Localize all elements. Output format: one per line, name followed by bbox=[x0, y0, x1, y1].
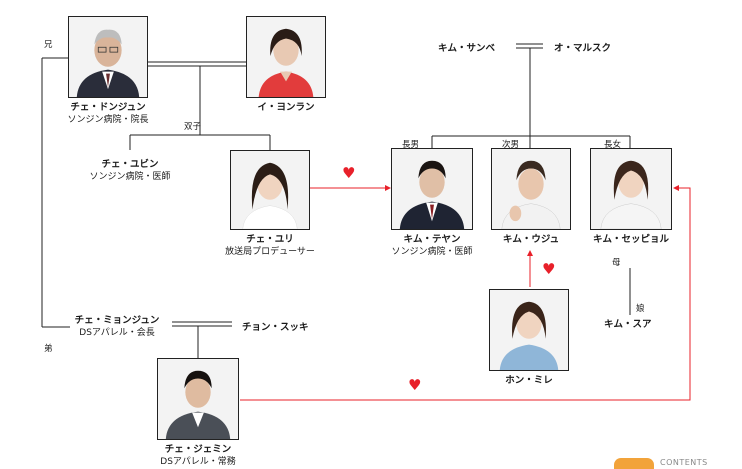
person-role: ソンジン病院・医師 bbox=[391, 247, 473, 257]
heart-icon: ♥ bbox=[342, 164, 356, 182]
contents-logo: CONTENTS bbox=[614, 456, 742, 469]
relation-older-brother: 兄 bbox=[44, 40, 53, 50]
label-kim-ujyu: キム・ウジュ bbox=[481, 233, 581, 246]
person-name: チェ・ユビン bbox=[101, 159, 159, 170]
portrait-icon bbox=[69, 17, 147, 97]
label-lee-yeonran: イ・ヨンラン bbox=[236, 101, 336, 114]
love-arrowhead bbox=[385, 185, 391, 191]
portrait-icon bbox=[158, 359, 238, 439]
heart-icon: ♥ bbox=[542, 260, 556, 278]
label-choi-yubin: チェ・ユビン ソンジン病院・医師 bbox=[80, 158, 180, 184]
logo-text: CONTENTS bbox=[660, 458, 708, 467]
person-name: チェ・ミョンジュン bbox=[74, 315, 160, 326]
love-arrowhead bbox=[673, 185, 679, 191]
label-kim-sua: キム・スア bbox=[604, 319, 652, 330]
person-name: ホン・ミレ bbox=[505, 375, 553, 386]
label-choi-myeongjun: チェ・ミョンジュン DSアパレル・会長 bbox=[62, 314, 172, 340]
relation-younger-brother: 弟 bbox=[44, 344, 53, 354]
person-role: ソンジン病院・医師 bbox=[89, 172, 171, 182]
label-hong-mire: ホン・ミレ bbox=[479, 374, 579, 387]
label-choi-yuri: チェ・ユリ 放送局プロデューサー bbox=[210, 233, 330, 259]
person-name: チェ・ドンジュン bbox=[70, 102, 146, 113]
label-o-maruseuku: オ・マルスク bbox=[554, 43, 612, 54]
person-role: DSアパレル・会長 bbox=[79, 328, 155, 338]
love-line-jemin-sepyol bbox=[240, 187, 691, 401]
person-name: イ・ヨンラン bbox=[257, 102, 315, 113]
person-role: ソンジン病院・院長 bbox=[67, 115, 149, 125]
portrait-icon bbox=[231, 151, 309, 229]
label-kim-taeyang: キム・テヤン ソンジン病院・医師 bbox=[380, 233, 484, 259]
love-arrowhead bbox=[527, 250, 533, 256]
person-name: キム・ウジュ bbox=[502, 234, 560, 245]
relation-daughter: 娘 bbox=[636, 304, 645, 314]
label-choi-dongjun: チェ・ドンジュン ソンジン病院・院長 bbox=[58, 101, 158, 127]
relation-mother: 母 bbox=[612, 258, 621, 268]
person-role: 放送局プロデューサー bbox=[225, 247, 315, 257]
photo-lee-yeonran bbox=[246, 16, 326, 98]
photo-kim-ujyu bbox=[491, 148, 571, 230]
photo-choi-dongjun bbox=[68, 16, 148, 98]
label-jeong-suki: チョン・スッキ bbox=[242, 322, 309, 333]
photo-kim-sepyol bbox=[590, 148, 672, 230]
label-kim-sepyol: キム・セッピョル bbox=[580, 233, 682, 246]
portrait-icon bbox=[490, 290, 568, 370]
relation-eldest-daughter: 長女 bbox=[604, 140, 622, 150]
portrait-icon bbox=[392, 149, 472, 229]
heart-icon: ♥ bbox=[408, 376, 422, 394]
relation-twins: 双子 bbox=[184, 122, 202, 132]
logo-mark-icon bbox=[614, 458, 654, 469]
relation-second-son: 次男 bbox=[502, 140, 520, 150]
portrait-icon bbox=[591, 149, 671, 229]
photo-hong-mire bbox=[489, 289, 569, 371]
relation-eldest-son: 長男 bbox=[402, 140, 420, 150]
person-name: チェ・ユリ bbox=[246, 234, 294, 245]
person-role: DSアパレル・常務 bbox=[160, 457, 236, 467]
photo-choi-jemin bbox=[157, 358, 239, 440]
photo-kim-taeyang bbox=[391, 148, 473, 230]
label-kim-sanbe: キム・サンベ bbox=[438, 43, 496, 54]
person-name: キム・テヤン bbox=[403, 234, 461, 245]
person-name: チェ・ジェミン bbox=[164, 444, 232, 455]
label-choi-jemin: チェ・ジェミン DSアパレル・常務 bbox=[138, 443, 258, 469]
person-name: キム・セッピョル bbox=[592, 234, 669, 245]
portrait-icon bbox=[247, 17, 325, 97]
portrait-icon bbox=[492, 149, 570, 229]
photo-choi-yuri bbox=[230, 150, 310, 230]
